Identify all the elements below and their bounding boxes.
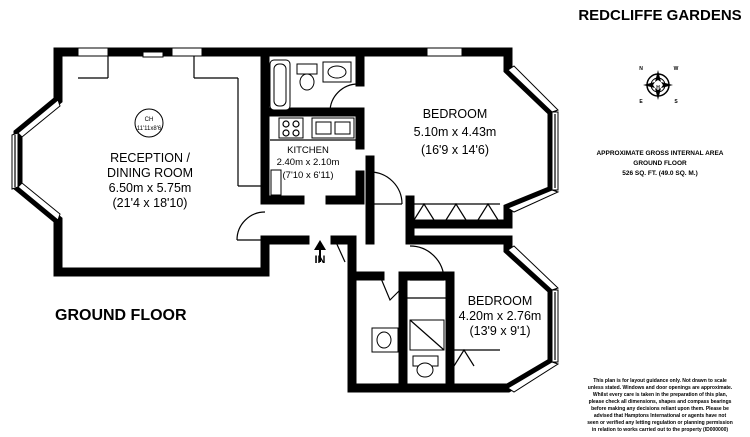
ensuite-walls: [347, 271, 455, 390]
bedroom2-name: BEDROOM: [468, 294, 533, 308]
reception-metric: 6.50m x 5.75m: [109, 181, 192, 195]
kitchen-name: KITCHEN: [287, 145, 329, 156]
compass-s: S: [674, 99, 678, 105]
disclaimer-line: before making any decisions reliant upon…: [591, 406, 729, 412]
svg-text:11'11x8'6: 11'11x8'6: [137, 126, 162, 132]
disclaimer-line: in relation to works carried out to the …: [592, 427, 728, 433]
bedroom2-imperial: (13'9 x 9'1): [469, 324, 530, 338]
area-line3: 526 SQ. FT. (49.0 SQ. M.): [622, 170, 698, 177]
disclaimer-line: please check all dimensions, shapes and …: [589, 399, 732, 405]
disclaimer-line: advised that Hamptons International or a…: [594, 413, 727, 419]
bedroom2-wardrobe: [453, 348, 500, 367]
bedroom1-name: BEDROOM: [423, 107, 488, 121]
reception-bay-window: [11, 47, 203, 221]
disclaimer: This plan is for layout guidance only. N…: [587, 378, 733, 433]
disclaimer-line: seen or verified any letting regulation …: [587, 420, 733, 426]
entrance-arrow: [314, 240, 326, 262]
floor-label: GROUND FLOOR: [55, 307, 187, 324]
compass-n: N: [639, 66, 643, 72]
bathroom-fixtures: [269, 59, 359, 113]
kitchen-fixtures: [270, 117, 356, 196]
ensuite-fixtures: [371, 275, 448, 378]
bath-kitchen-walls: [260, 47, 365, 205]
area-line1: APPROXIMATE GROSS INTERNAL AREA: [596, 150, 723, 157]
bedroom2-metric: 4.20m x 2.76m: [459, 309, 542, 323]
bedroom1-wardrobes: [413, 202, 500, 221]
bedroom1-bay-window: [426, 47, 560, 213]
compass-center: H: [656, 85, 660, 91]
ch-label: CH 11'11x8'6: [134, 108, 164, 138]
area-line2: GROUND FLOOR: [633, 160, 687, 167]
reception-imperial: (21'4 x 18'10): [113, 196, 188, 210]
reception-name1: RECEPTION /: [110, 151, 190, 165]
kitchen-imperial: (7'10 x 6'11): [283, 170, 334, 181]
compass-icon: H N W E S: [639, 66, 678, 105]
disclaimer-line: This plan is for layout guidance only. N…: [593, 378, 727, 384]
bedroom1-imperial: (16'9 x 14'6): [421, 143, 489, 157]
bedroom2-bay-window: [507, 245, 560, 393]
reception-internal: [78, 51, 262, 187]
property-title: REDCLIFFE GARDENS: [578, 7, 741, 24]
kitchen-metric: 2.40m x 2.10m: [277, 157, 340, 168]
svg-text:CH: CH: [145, 117, 154, 123]
compass-e: E: [639, 99, 643, 105]
disclaimer-line: Whilst every care is taken in the prepar…: [593, 392, 728, 398]
bedroom1-metric: 5.10m x 4.43m: [414, 125, 497, 139]
disclaimer-line: unless stated. Windows and door openings…: [588, 385, 733, 391]
compass-w: W: [674, 66, 679, 72]
reception-name2: DINING ROOM: [107, 166, 193, 180]
entrance-label: IN: [315, 254, 326, 266]
